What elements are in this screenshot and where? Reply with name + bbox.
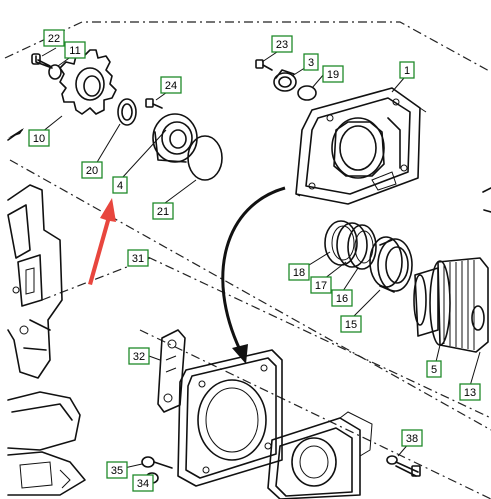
callout-31: 31	[127, 249, 149, 267]
callout-5: 5	[426, 360, 442, 378]
callout-1: 1	[399, 61, 415, 79]
ring-17	[336, 222, 368, 268]
mounting-plate	[177, 349, 283, 487]
svg-text:1: 1	[404, 65, 410, 77]
svg-text:35: 35	[111, 465, 123, 477]
callout-38: 38	[401, 429, 423, 447]
svg-text:23: 23	[276, 39, 288, 51]
svg-text:32: 32	[133, 351, 145, 363]
bearing-15	[369, 236, 413, 293]
gear-housing-1	[295, 87, 427, 205]
o-ring-19	[297, 85, 317, 101]
callout-34: 34	[132, 474, 154, 492]
svg-text:13: 13	[464, 387, 476, 399]
svg-text:15: 15	[345, 319, 357, 331]
callout-4: 4	[112, 176, 128, 194]
svg-text:3: 3	[308, 57, 314, 69]
svg-text:34: 34	[137, 478, 149, 490]
callout-10: 10	[28, 129, 50, 147]
washer-11	[48, 64, 62, 80]
callout-3: 3	[303, 53, 319, 71]
washer-20	[117, 98, 137, 126]
callout-15: 15	[340, 315, 362, 333]
assembly-arrow	[221, 186, 286, 364]
svg-text:38: 38	[406, 433, 418, 445]
sprocket-10	[59, 49, 117, 115]
bolt-22	[31, 53, 53, 69]
svg-text:20: 20	[86, 165, 98, 177]
ring-16	[347, 224, 377, 270]
bolt-35	[141, 456, 173, 469]
bolt-38	[386, 455, 421, 477]
callout-16: 16	[331, 289, 353, 307]
gear-shaft-5	[413, 257, 489, 353]
callout-32: 32	[128, 347, 150, 365]
callout-18: 18	[288, 263, 310, 281]
callout-21: 21	[152, 202, 174, 220]
leader-lines	[41, 47, 481, 479]
bolt-24	[145, 98, 163, 109]
svg-text:17: 17	[315, 280, 327, 292]
svg-text:21: 21	[157, 206, 169, 218]
highlight-arrow	[88, 198, 116, 285]
callout-24: 24	[160, 76, 182, 94]
callout-13: 13	[459, 383, 481, 401]
bearing-cover-4	[152, 113, 198, 163]
svg-text:10: 10	[33, 133, 45, 145]
callout-35: 35	[106, 461, 128, 479]
bolt-23	[255, 59, 273, 71]
seal-3	[273, 69, 297, 92]
part-13-edge	[482, 187, 491, 213]
svg-text:5: 5	[431, 364, 437, 376]
svg-text:4: 4	[117, 180, 123, 192]
svg-text:31: 31	[132, 253, 144, 265]
svg-text:18: 18	[293, 267, 305, 279]
svg-text:11: 11	[69, 45, 80, 57]
callout-labels: 1 3 4 5 10 11 13 15 16 17 18 19 20 21 22…	[28, 29, 481, 492]
lower-housing	[267, 411, 373, 499]
svg-text:22: 22	[48, 33, 60, 45]
svg-text:16: 16	[336, 293, 348, 305]
bracket-32	[157, 329, 186, 413]
callout-23: 23	[271, 35, 293, 53]
o-ring-21	[187, 135, 223, 181]
callout-17: 17	[310, 276, 332, 294]
svg-text:24: 24	[165, 80, 177, 92]
snap-ring-18	[324, 220, 358, 266]
callout-20: 20	[81, 161, 103, 179]
callout-19: 19	[322, 65, 344, 83]
machine-frame	[7, 184, 86, 496]
callout-22: 22	[43, 29, 65, 47]
svg-text:19: 19	[327, 69, 339, 81]
callout-11: 11	[64, 41, 86, 59]
